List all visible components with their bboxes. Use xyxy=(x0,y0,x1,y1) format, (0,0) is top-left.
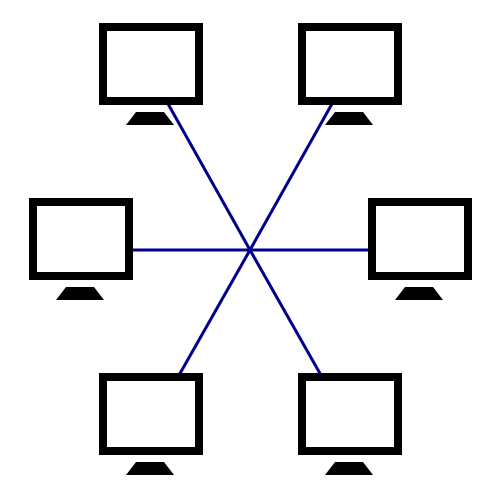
monitor-icon xyxy=(99,373,203,455)
link-bottom-left xyxy=(176,249,252,378)
link-top-left xyxy=(165,101,252,251)
monitor-icon xyxy=(29,198,133,280)
link-bottom-right xyxy=(248,249,324,378)
computer-middle-right xyxy=(368,198,472,300)
monitor-icon xyxy=(298,23,402,105)
computer-top-right xyxy=(298,23,402,125)
central-node xyxy=(248,248,252,252)
monitor-icon xyxy=(99,23,203,105)
monitor-stand-icon xyxy=(126,112,174,125)
nodes-layer xyxy=(29,23,472,475)
computer-bottom-left xyxy=(99,373,203,475)
link-top-right xyxy=(248,101,335,251)
monitor-stand-icon xyxy=(126,462,174,475)
links-layer xyxy=(127,101,372,378)
computer-bottom-right xyxy=(298,373,402,475)
monitor-stand-icon xyxy=(56,287,104,300)
computer-top-left xyxy=(99,23,203,125)
monitor-icon xyxy=(298,373,402,455)
monitor-stand-icon xyxy=(395,287,443,300)
monitor-stand-icon xyxy=(325,462,373,475)
monitor-stand-icon xyxy=(325,112,373,125)
computer-middle-left xyxy=(29,198,133,300)
monitor-icon xyxy=(368,198,472,280)
